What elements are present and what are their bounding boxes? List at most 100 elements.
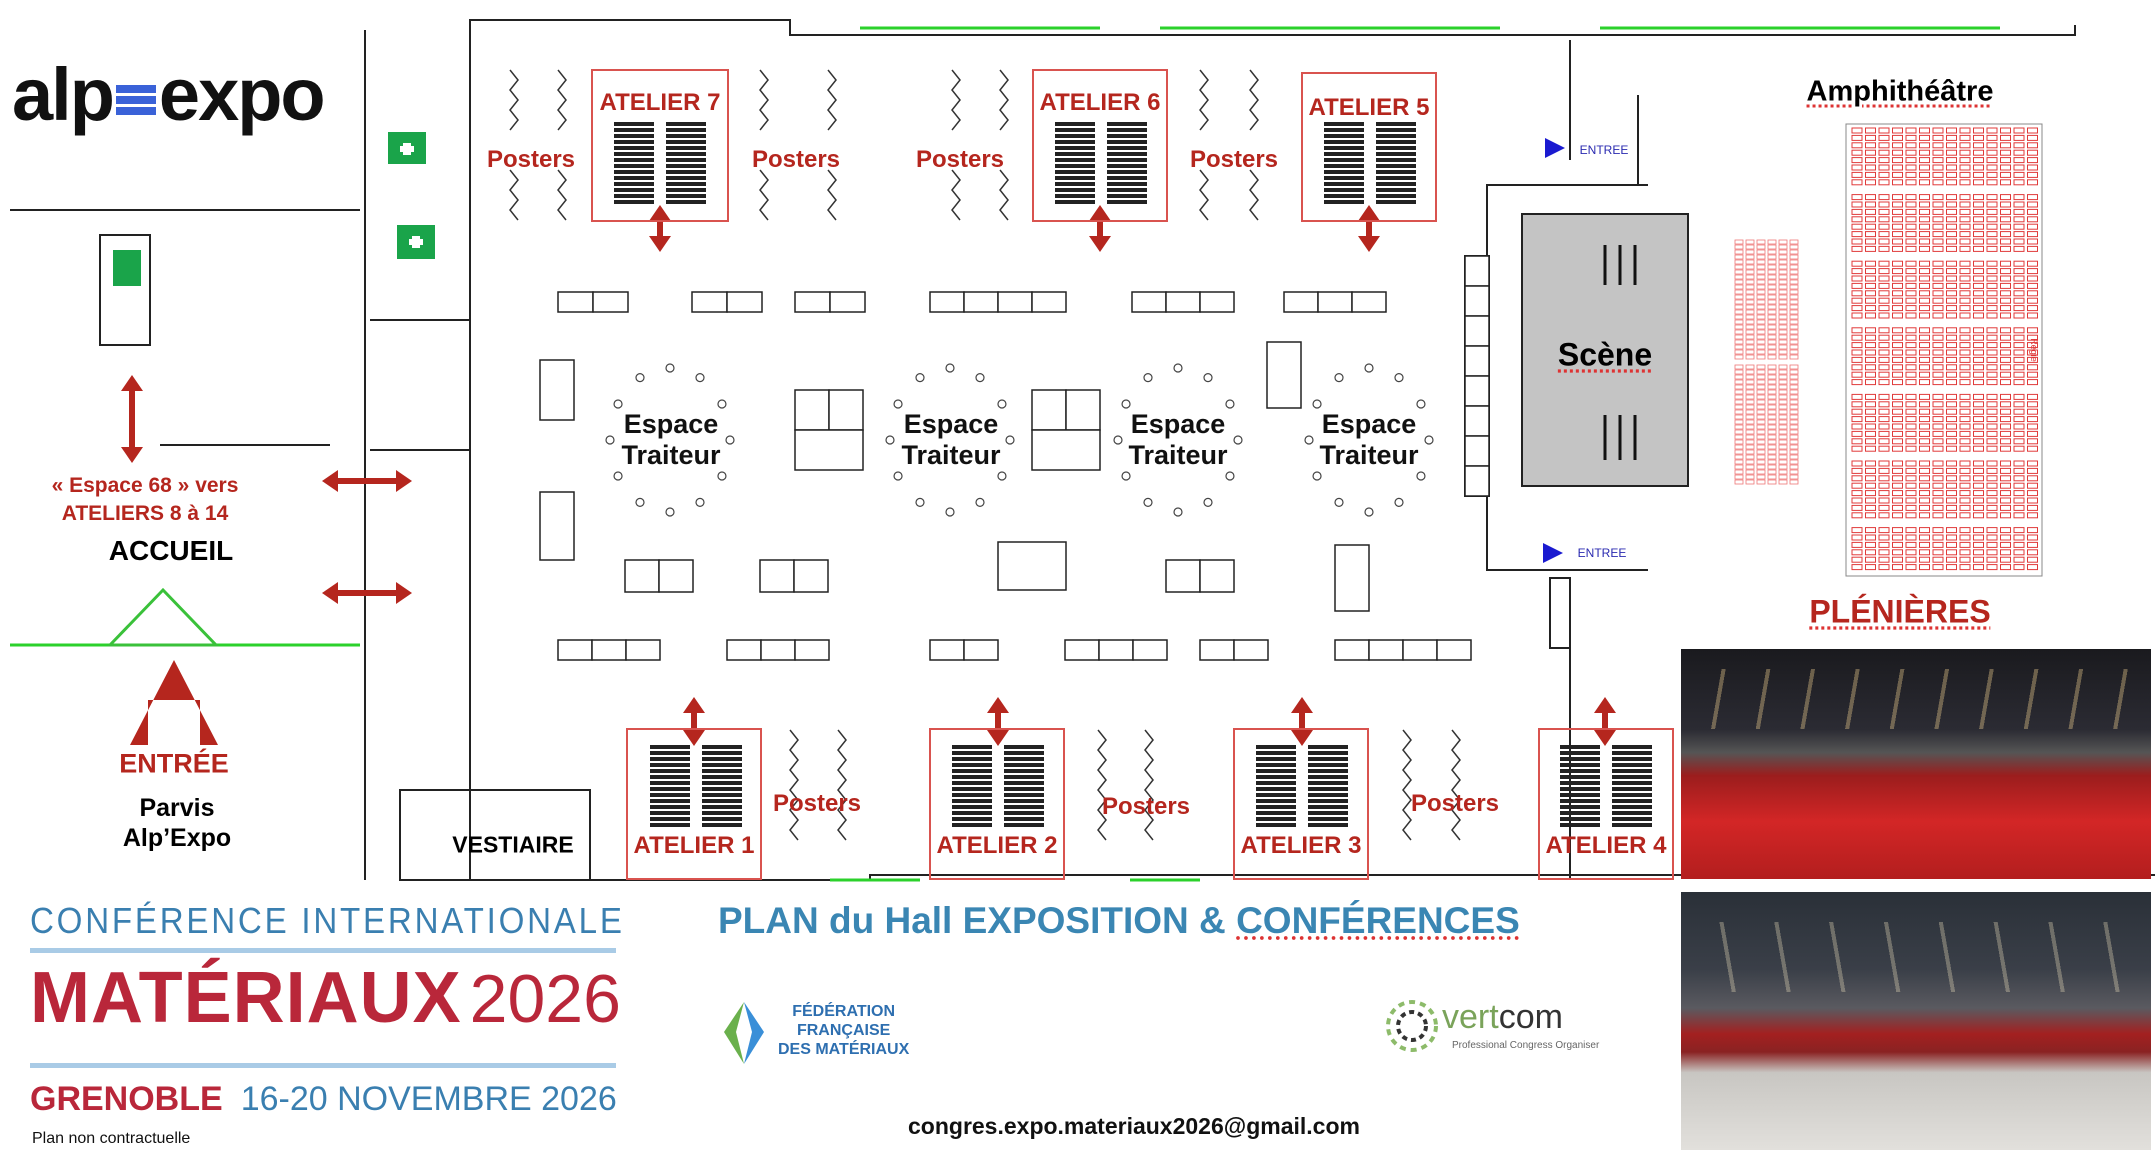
chair-row: [1560, 823, 1600, 827]
seat: [1986, 268, 1998, 275]
seat: [1878, 127, 1890, 134]
contact-email[interactable]: congres.expo.materiaux2026@gmail.com: [908, 1113, 1360, 1139]
seat: [1946, 393, 1957, 400]
seat: [1905, 349, 1917, 356]
seat: [2000, 564, 2011, 571]
seat: [1851, 194, 1863, 201]
atelier-7[interactable]: ATELIER 7: [591, 69, 729, 222]
entrance-top-label: ENTREE: [1579, 143, 1629, 157]
seat: [1851, 127, 1863, 134]
round-table: [665, 507, 675, 517]
seat: [1986, 208, 1998, 215]
seat: [2027, 356, 2038, 363]
seat: [1892, 408, 1903, 415]
atelier-3[interactable]: ATELIER 3: [1233, 728, 1369, 880]
stand: [1031, 291, 1067, 313]
round-table: [695, 373, 705, 383]
seat: [1756, 324, 1766, 330]
seat: [1878, 327, 1890, 334]
seat: [1892, 475, 1903, 482]
atelier-5[interactable]: ATELIER 5: [1301, 72, 1437, 222]
poster-board: [827, 69, 837, 131]
atelier-4[interactable]: ATELIER 4: [1538, 728, 1674, 880]
chair-row: [1107, 194, 1147, 198]
seat: [1778, 399, 1788, 405]
seat: [1745, 334, 1755, 340]
seat: [1767, 439, 1777, 445]
seat: [1932, 312, 1944, 319]
seat: [2027, 556, 2038, 563]
seat: [1734, 414, 1744, 420]
seat: [1905, 423, 1917, 430]
chair-row: [1324, 164, 1364, 168]
seat: [1986, 460, 1998, 467]
seat: [1851, 342, 1863, 349]
chair-row: [952, 757, 992, 761]
atelier-6[interactable]: ATELIER 6: [1032, 69, 1168, 222]
seat: [1892, 527, 1903, 534]
seat: [1946, 134, 1957, 141]
poster-board: [1097, 729, 1107, 841]
seat: [1973, 564, 1984, 571]
stand: [591, 639, 627, 661]
seat: [1745, 274, 1755, 280]
chair-row: [666, 146, 706, 150]
seat: [1745, 364, 1755, 370]
seat: [2027, 467, 2038, 474]
seat: [1734, 334, 1744, 340]
arrow-icon: [1358, 205, 1380, 221]
seat: [1851, 312, 1863, 319]
seat: [1919, 541, 1930, 548]
seat: [1892, 393, 1903, 400]
seat: [1851, 164, 1863, 171]
chair-row: [952, 799, 992, 803]
arrow-icon: [657, 219, 663, 238]
arrow-icon: [987, 697, 1009, 713]
seat: [1973, 512, 1984, 519]
chair-row: [650, 811, 690, 815]
seat: [1946, 371, 1957, 378]
seat: [1919, 534, 1930, 541]
arrow-icon: [129, 389, 135, 449]
poster-board: [951, 69, 961, 131]
chair-row: [702, 745, 742, 749]
seat: [1892, 171, 1903, 178]
seat: [1919, 208, 1930, 215]
seat: [1919, 142, 1930, 149]
round-table: [605, 435, 615, 445]
seat: [1959, 356, 1971, 363]
seat: [1865, 142, 1876, 149]
chair-row: [1324, 158, 1364, 162]
chair-row: [952, 763, 992, 767]
atelier-name: ATELIER 6: [1039, 89, 1161, 116]
atelier-1[interactable]: ATELIER 1: [626, 728, 762, 880]
stand: [1266, 341, 1302, 409]
seat: [1789, 374, 1799, 380]
seat: [1778, 439, 1788, 445]
seat: [1851, 504, 1863, 511]
seat: [1905, 268, 1917, 275]
seat: [1946, 430, 1957, 437]
seat: [1756, 249, 1766, 255]
chair-row: [614, 140, 654, 144]
seat: [1946, 142, 1957, 149]
seat: [1778, 479, 1788, 485]
seat: [1745, 294, 1755, 300]
seat: [1986, 275, 1998, 282]
chair-row: [1308, 811, 1348, 815]
stand: [759, 559, 795, 593]
seat: [2013, 179, 2025, 186]
seat: [1905, 201, 1917, 208]
seat: [2000, 179, 2011, 186]
seat: [1789, 324, 1799, 330]
seat: [1745, 464, 1755, 470]
seat: [1959, 231, 1971, 238]
seat: [1878, 556, 1890, 563]
chair-row: [1324, 122, 1364, 126]
seat: [1973, 445, 1984, 452]
atelier-2[interactable]: ATELIER 2: [929, 728, 1065, 880]
seat: [1878, 490, 1890, 497]
seat: [1767, 409, 1777, 415]
seat: [2000, 349, 2011, 356]
seat: [1986, 393, 1998, 400]
